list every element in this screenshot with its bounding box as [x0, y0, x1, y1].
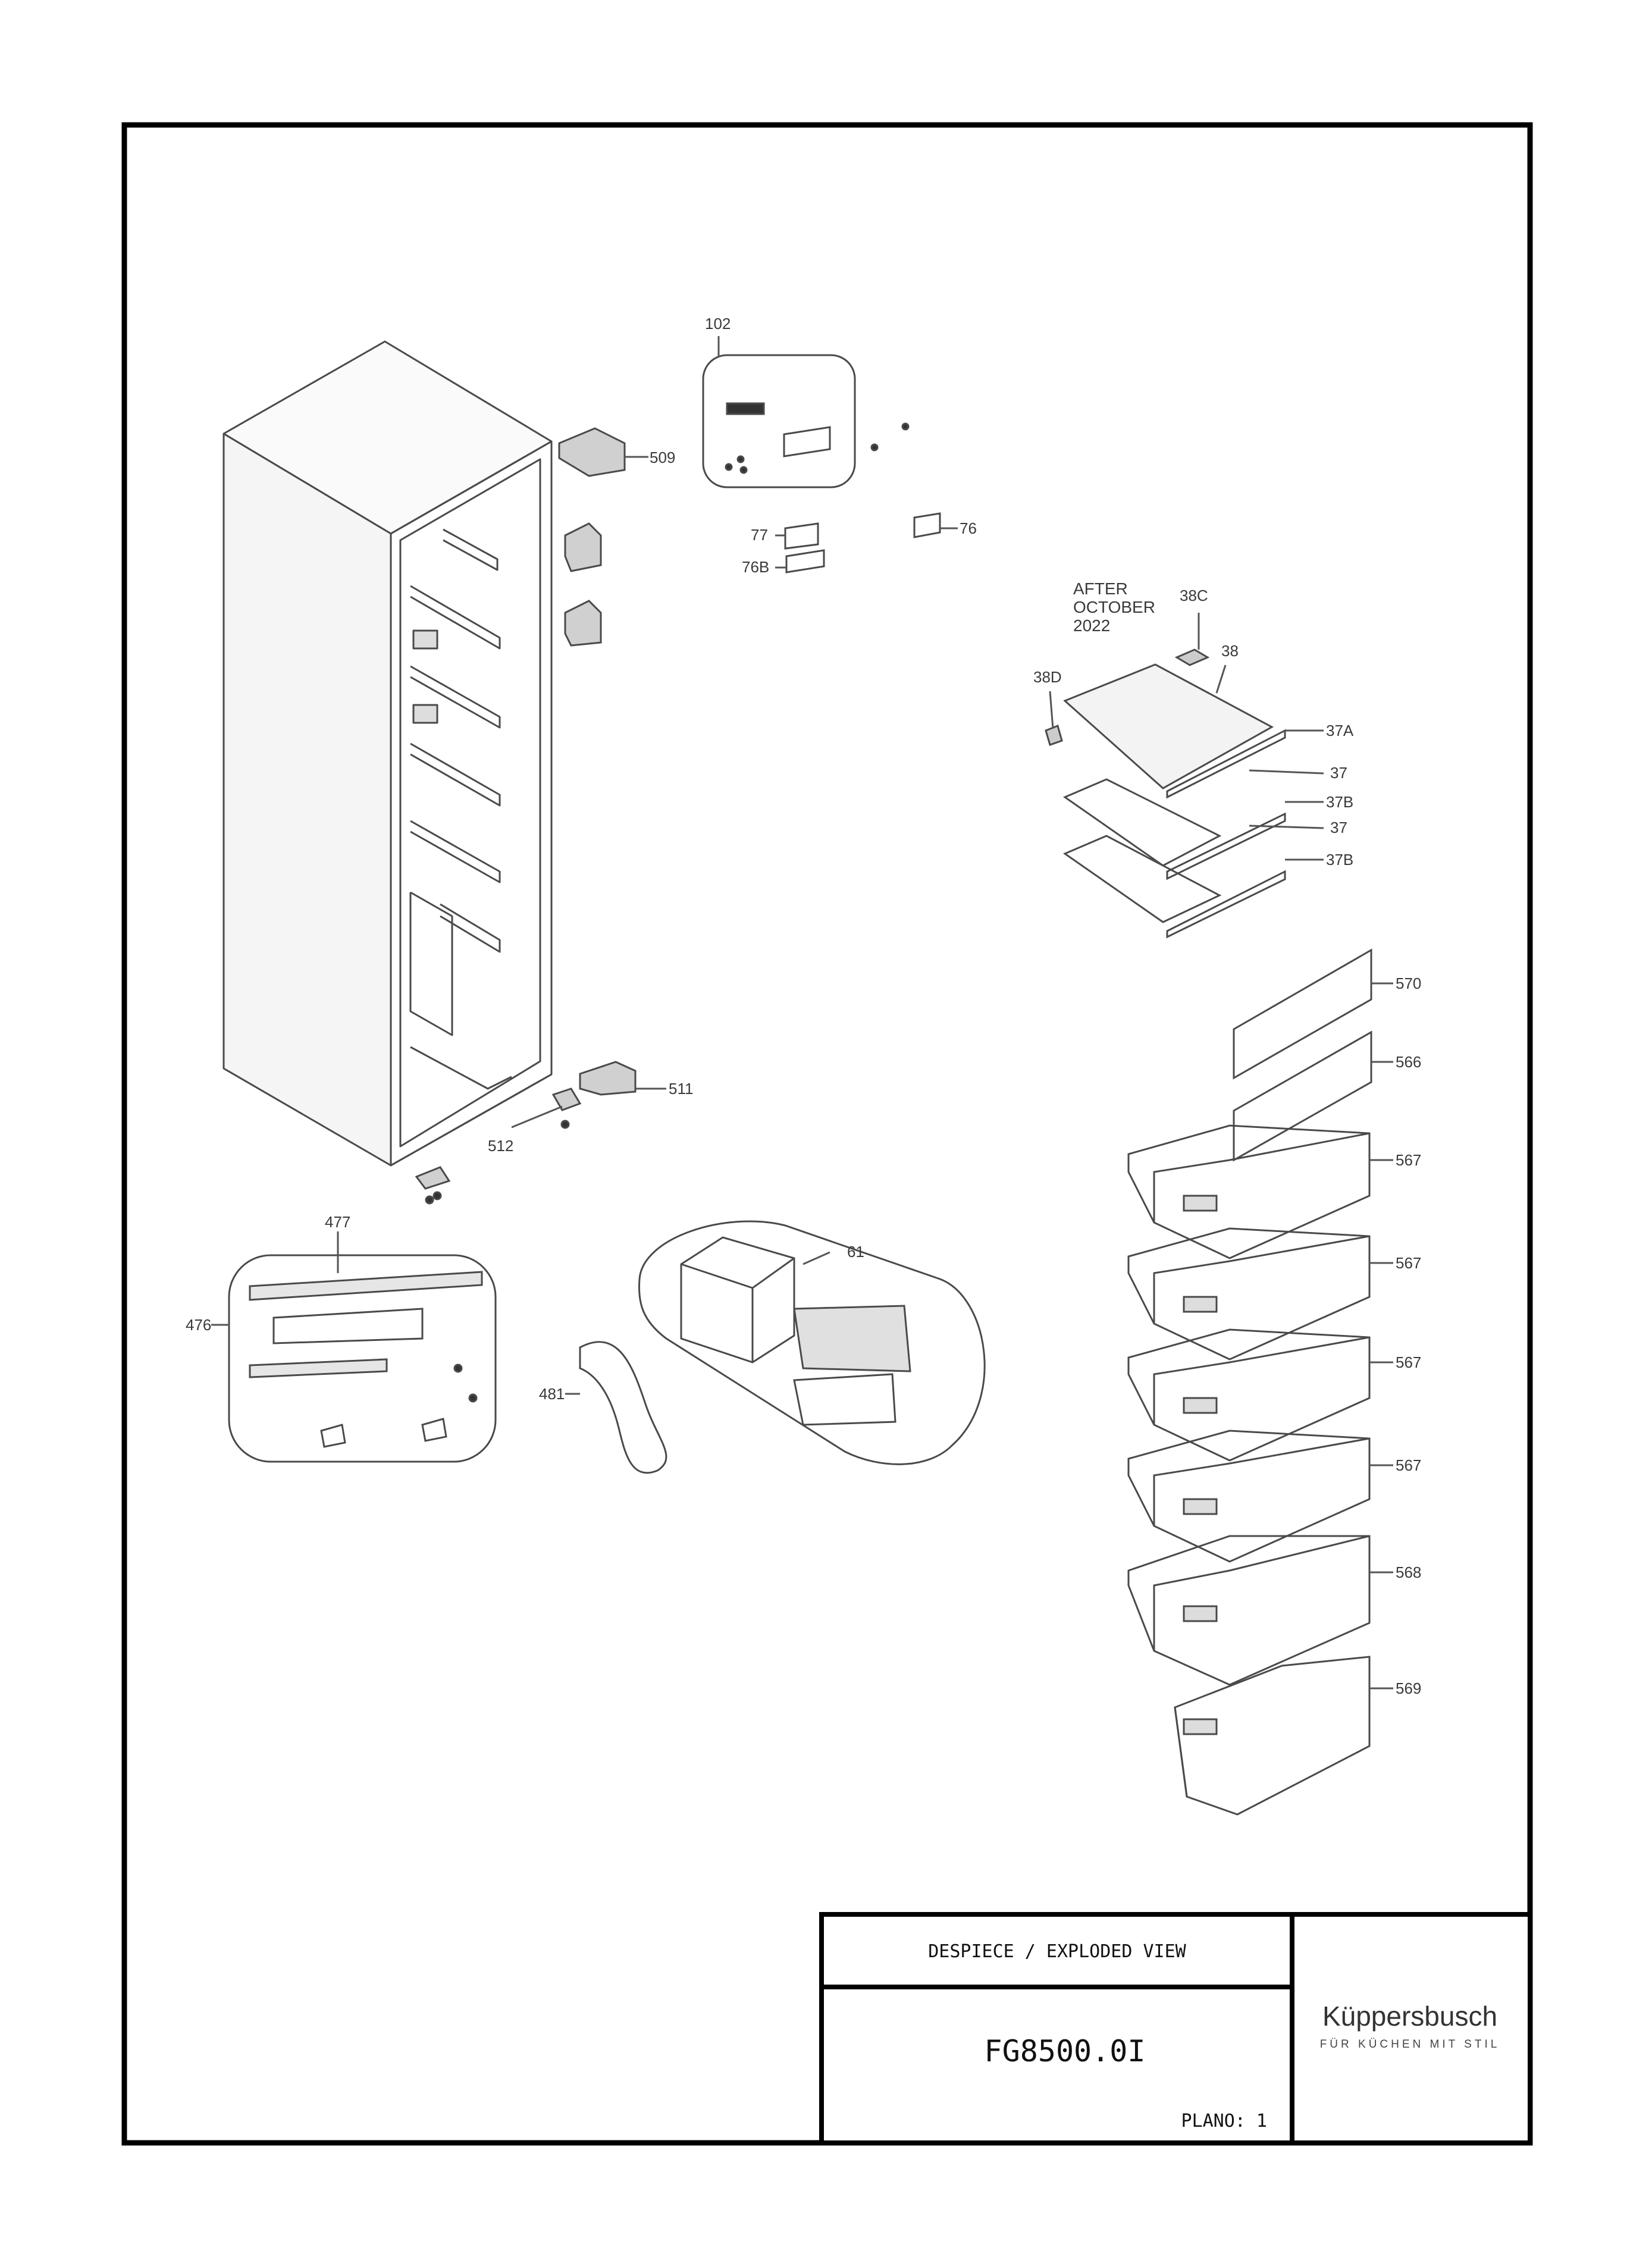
title-block: DESPIECE / EXPLODED VIEW FG8500.0I PLANO…: [819, 1912, 1532, 2145]
callout-38c: 38C: [1180, 587, 1208, 604]
callout-37b-lower: 37B: [1326, 851, 1353, 869]
brand-tagline: FÜR KÜCHEN MIT STIL: [1320, 2038, 1500, 2051]
callout-37a: 37A: [1326, 722, 1354, 739]
callout-38: 38: [1221, 642, 1239, 660]
model-number: FG8500.0I: [985, 2034, 1146, 2068]
callout-labels: 102 509 77 76 76B AFTER OCTOBER 2022 38C…: [186, 315, 1421, 1697]
callout-567-2: 567: [1396, 1254, 1421, 1272]
callout-567-1: 567: [1396, 1151, 1421, 1169]
cabinet-body: [222, 340, 553, 1167]
gasket-481: [579, 1341, 667, 1474]
callout-38d: 38D: [1033, 668, 1062, 686]
part-102-cluster: [702, 354, 941, 573]
callout-76: 76: [960, 519, 977, 537]
bottom-hinge: [415, 1061, 637, 1205]
drawer-column: [1127, 948, 1372, 1816]
callout-76b: 76B: [742, 558, 769, 576]
note-year: 2022: [1073, 616, 1110, 635]
callout-77: 77: [751, 526, 768, 544]
callout-102: 102: [705, 315, 731, 333]
callout-570: 570: [1396, 974, 1421, 992]
part-61-cluster: [638, 1220, 986, 1465]
brand-logo: Küppersbusch: [1322, 2001, 1497, 2032]
title-block-header: DESPIECE / EXPLODED VIEW: [928, 1941, 1186, 1962]
callout-569: 569: [1396, 1679, 1421, 1697]
callout-568: 568: [1396, 1563, 1421, 1581]
callout-567-3: 567: [1396, 1353, 1421, 1371]
callout-511: 511: [669, 1080, 693, 1098]
glass-shelves: [1045, 648, 1286, 939]
note-after: AFTER: [1073, 579, 1128, 598]
callout-481: 481: [539, 1385, 565, 1403]
callout-476: 476: [186, 1316, 211, 1334]
callout-37-lower: 37: [1330, 819, 1347, 836]
callout-477: 477: [325, 1213, 350, 1231]
callout-567-4: 567: [1396, 1456, 1421, 1474]
callout-512: 512: [488, 1137, 513, 1155]
leader-lines: [211, 336, 1393, 1690]
part-476-cluster: [228, 1254, 497, 1463]
callout-61: 61: [847, 1243, 864, 1261]
callout-509: 509: [650, 449, 675, 466]
sheet-number: PLANO: 1: [1181, 2111, 1268, 2132]
note-october: OCTOBER: [1073, 598, 1155, 616]
callout-37b-upper: 37B: [1326, 793, 1353, 811]
callout-566: 566: [1396, 1053, 1421, 1071]
callout-37-upper: 37: [1330, 764, 1347, 782]
hinge-set: [558, 427, 626, 647]
